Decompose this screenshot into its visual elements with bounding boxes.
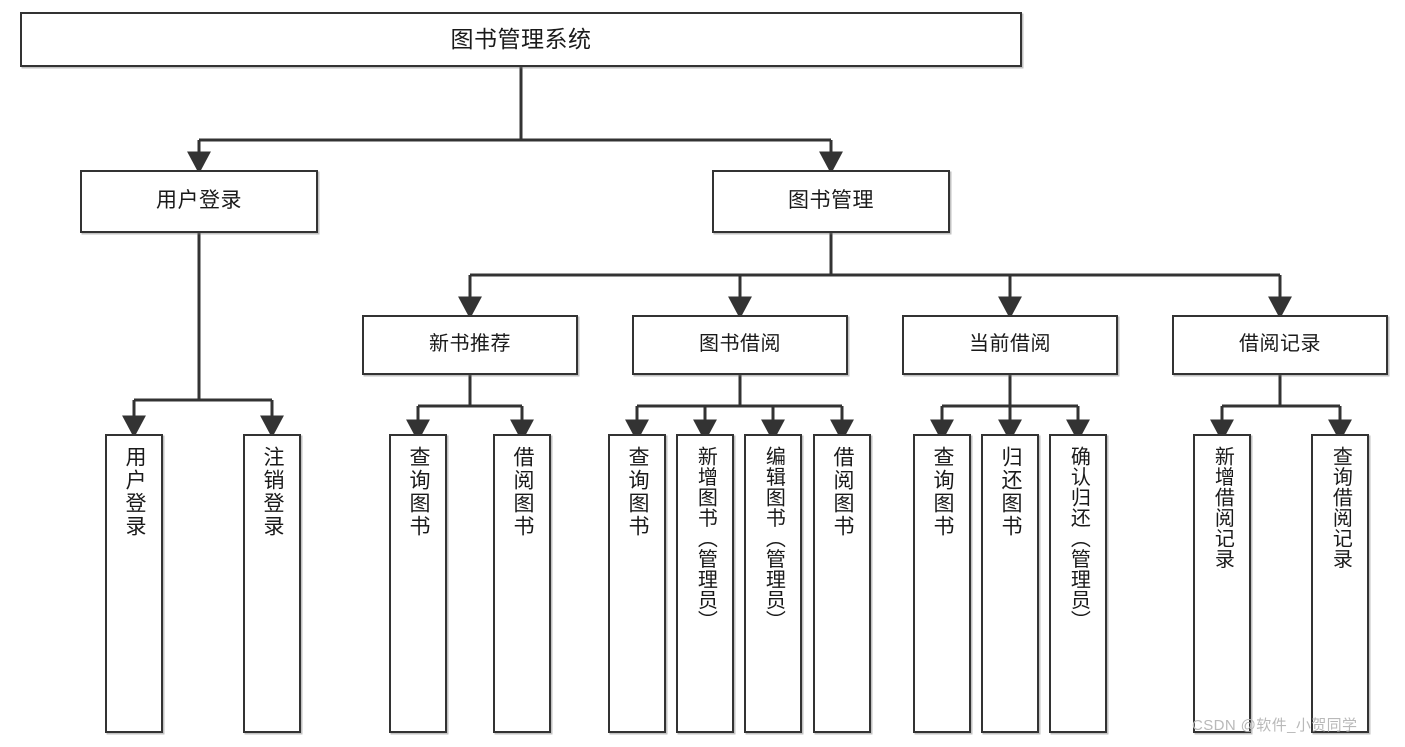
node-label: 借阅图书 (511, 446, 535, 538)
node-label: 新增图书（管理员） (694, 446, 717, 631)
node-label: 新书推荐 (429, 333, 511, 356)
node-label: 图书管理系统 (450, 25, 592, 52)
node-label: 借阅图书 (831, 446, 855, 538)
node-label: 新增借阅记录 (1211, 446, 1234, 569)
node-label: 归还图书 (999, 446, 1023, 538)
node-label: 当前借阅 (969, 333, 1051, 356)
node-user-login[interactable]: 用户登录 (80, 170, 318, 233)
watermark-text: CSDN @软件_小贺同学 (1192, 717, 1358, 734)
leaf-borrow-record-add-record[interactable]: 新增借阅记录 (1193, 434, 1251, 733)
node-label: 查询图书 (626, 446, 650, 538)
node-book-borrow[interactable]: 图书借阅 (632, 315, 848, 375)
node-label: 借阅记录 (1239, 333, 1321, 356)
leaf-book-borrow-query-book[interactable]: 查询图书 (608, 434, 666, 733)
node-current-borrow[interactable]: 当前借阅 (902, 315, 1118, 375)
node-label: 图书管理 (788, 189, 874, 213)
leaf-user-login-login[interactable]: 用户登录 (105, 434, 163, 733)
node-label: 编辑图书（管理员） (762, 446, 785, 631)
node-root-book-management-system[interactable]: 图书管理系统 (20, 12, 1022, 67)
leaf-current-borrow-confirm-return-admin[interactable]: 确认归还（管理员） (1049, 434, 1107, 733)
node-label: 查询图书 (407, 446, 431, 538)
node-label: 查询借阅记录 (1329, 446, 1352, 569)
leaf-current-borrow-query-book[interactable]: 查询图书 (913, 434, 971, 733)
leaf-book-borrow-edit-book-admin[interactable]: 编辑图书（管理员） (744, 434, 802, 733)
leaf-new-book-borrow-book[interactable]: 借阅图书 (493, 434, 551, 733)
leaf-book-borrow-borrow-book[interactable]: 借阅图书 (813, 434, 871, 733)
node-label: 用户登录 (156, 189, 242, 213)
node-label: 查询图书 (931, 446, 955, 538)
node-borrow-record[interactable]: 借阅记录 (1172, 315, 1388, 375)
node-new-book-recommend[interactable]: 新书推荐 (362, 315, 578, 375)
node-label: 图书借阅 (699, 333, 781, 356)
leaf-current-borrow-return-book[interactable]: 归还图书 (981, 434, 1039, 733)
leaf-borrow-record-query-record[interactable]: 查询借阅记录 (1311, 434, 1369, 733)
node-book-management[interactable]: 图书管理 (712, 170, 950, 233)
leaf-new-book-query-book[interactable]: 查询图书 (389, 434, 447, 733)
leaf-user-login-logout[interactable]: 注销登录 (243, 434, 301, 733)
node-label: 用户登录 (123, 446, 147, 538)
node-label: 确认归还（管理员） (1067, 446, 1090, 631)
node-label: 注销登录 (261, 446, 285, 538)
leaf-book-borrow-add-book-admin[interactable]: 新增图书（管理员） (676, 434, 734, 733)
